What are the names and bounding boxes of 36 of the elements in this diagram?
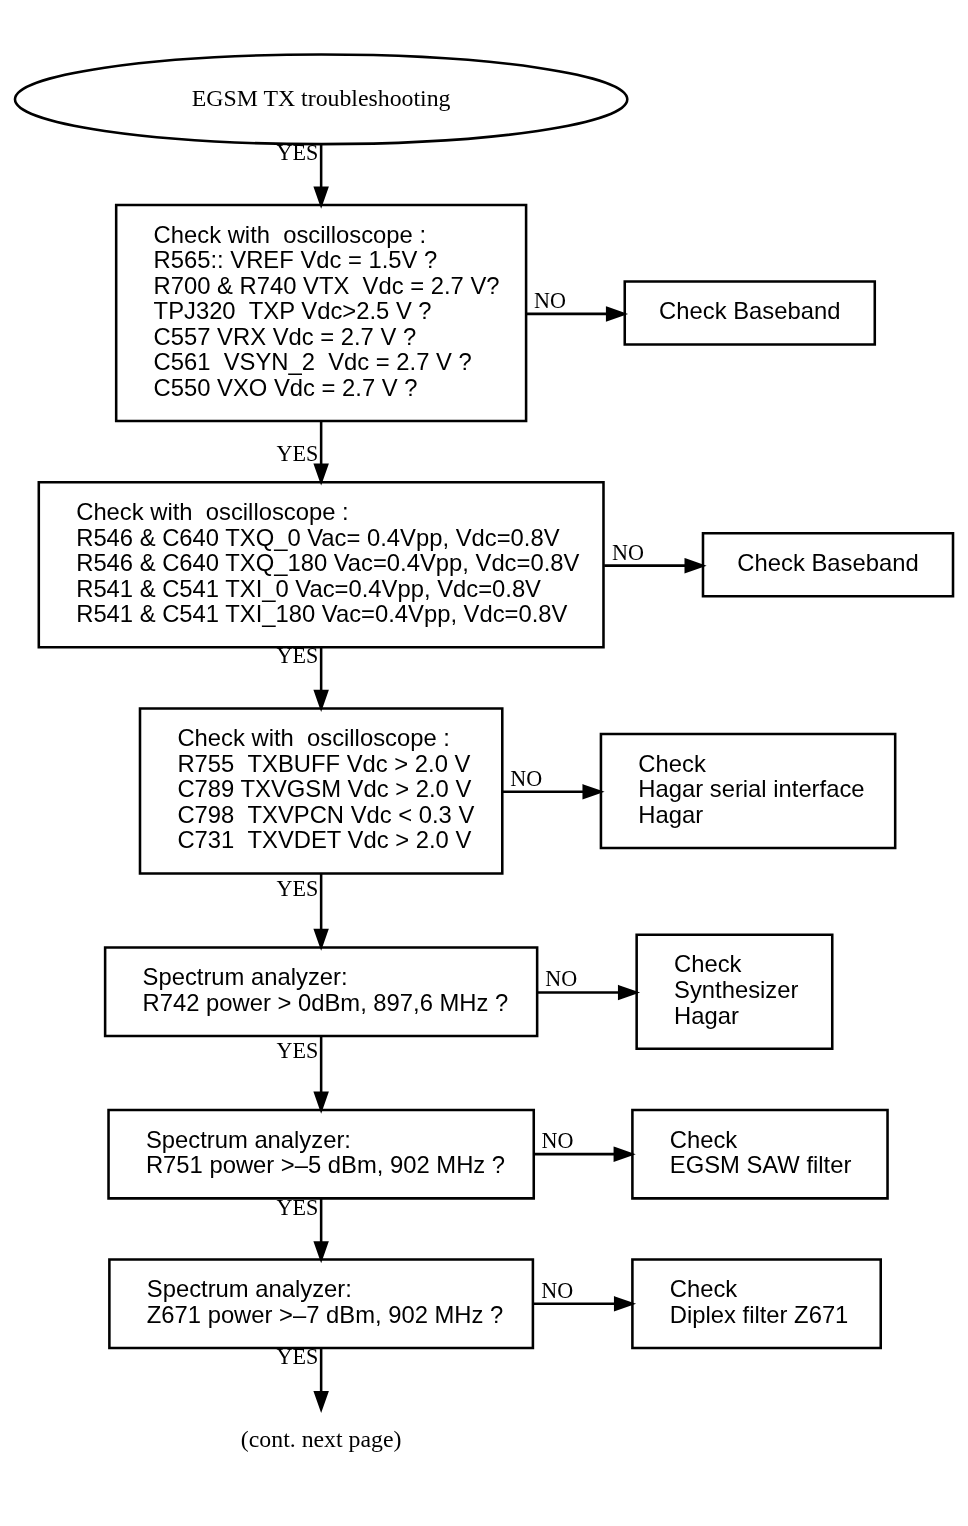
node-box: Check with oscilloscope : R755 TXBUFF Vdc > 2.0 V C789 TXVGSM Vdc > 2.0 V C798 TXVPCN Vdc < 0.3 V C731 TXVDET Vdc > 2.0 V: [138, 706, 504, 875]
arrow: [313, 1348, 329, 1413]
node-box: Check Hagar serial interface Hagar: [599, 732, 897, 849]
arrow: [313, 873, 329, 951]
arrow: [313, 420, 329, 486]
edge-label: NO: [510, 765, 543, 791]
edge-label: NO: [541, 1127, 574, 1153]
edge-label: YES: [276, 875, 319, 901]
node-box: Check Baseband: [701, 531, 955, 597]
node-box: Spectrum analyzer: R751 power >–5 dBm, 902 MHz ?: [107, 1108, 536, 1200]
edge-label: YES: [276, 1037, 319, 1063]
edge-label: NO: [541, 1277, 574, 1303]
arrow: [313, 143, 329, 209]
node-ellipse: EGSM TX troubleshooting: [13, 52, 629, 145]
arrow: [534, 1145, 636, 1162]
node-box: Check EGSM SAW filter: [631, 1108, 889, 1200]
node-box: Spectrum analyzer: Z671 power >–7 dBm, 902 MHz ?: [108, 1257, 535, 1349]
arrow: [537, 984, 641, 1000]
arrow: [533, 1295, 637, 1312]
edge-label: NO: [612, 539, 644, 565]
arrow: [526, 305, 629, 322]
arrow: [502, 783, 605, 800]
edge-label: YES: [276, 440, 319, 466]
arrow: [313, 1035, 329, 1114]
arrow: [313, 1198, 329, 1263]
arrow: [313, 647, 329, 712]
node-box: Check with oscilloscope : R546 & C640 TXQ_0 Vac= 0.4Vpp, Vdc=0.8V R546 & C640 TXQ_180 Vac=0.4Vpp, Vdc=0.8V R541 & C541 TXI_0 Vac=0.4Vpp, Vdc=0.8V R541 & C541 TXI_180 Vac=0.4Vpp, Vdc=0.8V: [37, 480, 605, 649]
node-box: Spectrum analyzer: R742 power > 0dBm, 897,6 MHz ?: [103, 945, 539, 1037]
node-box: Check with oscilloscope : R565:: VREF Vdc = 1.5V ? R700 & R740 VTX Vdc = 2.7 V? TPJ320 TXP Vdc>2.5 V ? C557 VRX Vdc = 2.7 V ? C561 VSYN_2 Vdc = 2.7 V ? C550 VXO Vdc = 2.7 V ?: [114, 203, 528, 422]
node-box: Check Baseband: [623, 279, 877, 346]
node-box: Check Synthesizer Hagar: [635, 932, 834, 1050]
node-text: (cont. next page): [240, 1425, 402, 1452]
arrow: [604, 557, 707, 573]
edge-label: NO: [533, 287, 566, 313]
node-box: Check Diplex filter Z671: [631, 1257, 882, 1349]
edge-label: NO: [545, 965, 578, 991]
